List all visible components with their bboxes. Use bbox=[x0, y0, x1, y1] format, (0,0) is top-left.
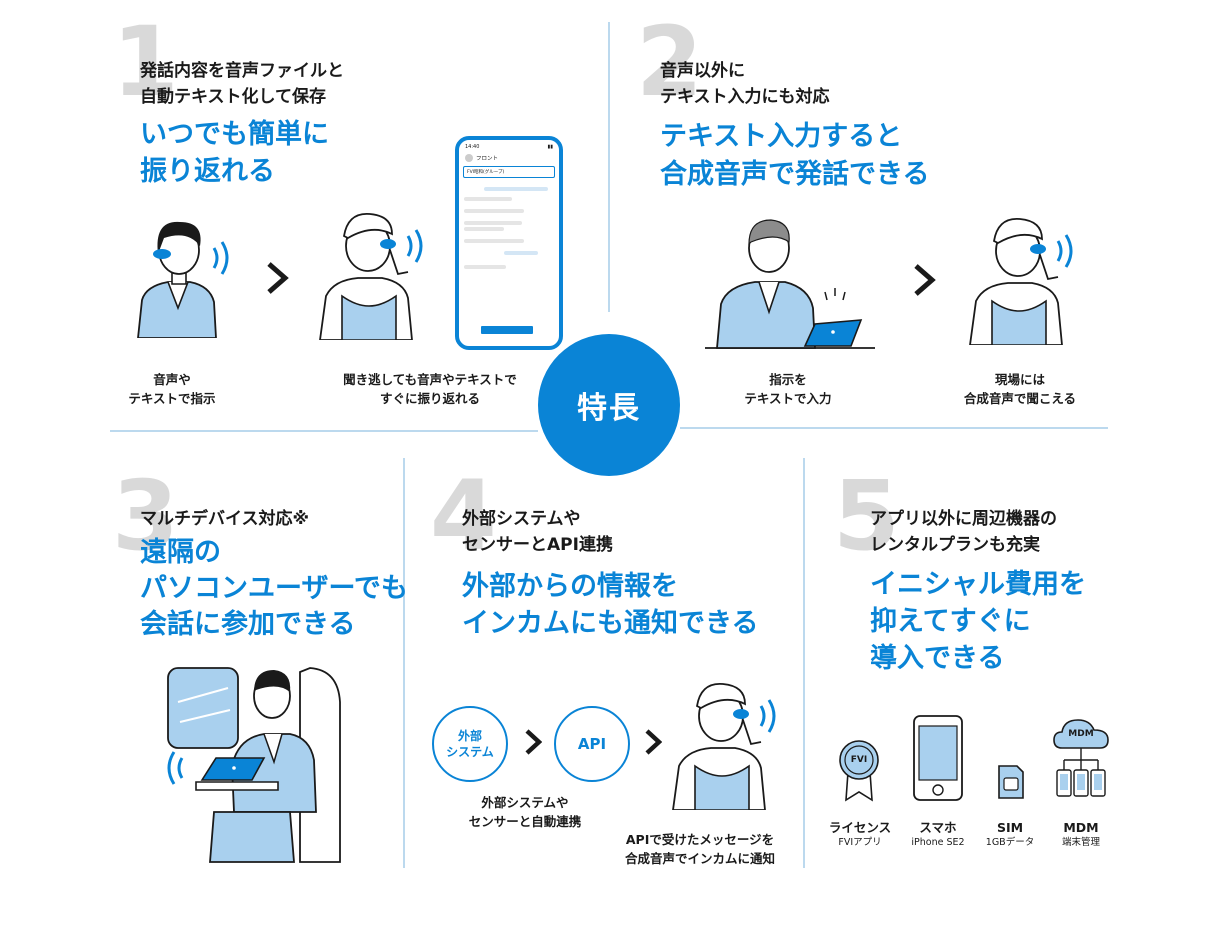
feature-subtitle-line: アプリ以外に周辺機器の bbox=[870, 509, 1057, 529]
group-banner: FVI昭和(グループ) bbox=[463, 166, 555, 178]
feature-headline-line: 合成音声で発話できる bbox=[660, 159, 930, 190]
feature-headline-line: 導入できる bbox=[870, 643, 1005, 674]
feature-badge: 特長 bbox=[538, 334, 680, 476]
mdm-mark: MDM bbox=[1068, 729, 1094, 739]
office-worker-figure bbox=[137, 221, 229, 338]
sim-card-icon bbox=[998, 765, 1024, 799]
feature-subtitle-line: 発話内容を音声ファイルと bbox=[140, 61, 344, 81]
item-detail: iPhone SE2 bbox=[911, 837, 965, 848]
divider-left-horizontal bbox=[110, 430, 538, 432]
smartphone-icon bbox=[913, 715, 963, 801]
smartphone-mockup: 14:40 ▮▮ フロント FVI昭和(グループ) bbox=[455, 136, 563, 350]
feature-subtitle-line: マルチデバイス対応※ bbox=[140, 509, 310, 529]
divider-top bbox=[608, 22, 610, 312]
feature-caption-line: 音声や bbox=[153, 372, 191, 387]
api-bubble: API bbox=[554, 706, 630, 782]
item-title: ライセンス bbox=[828, 820, 892, 835]
feature-headline-line: インカムにも通知できる bbox=[462, 608, 759, 639]
feature-caption-line: 合成音声で聞こえる bbox=[963, 391, 1077, 406]
feature-headline-line: 会話に参加できる bbox=[140, 609, 356, 640]
feature-headline-line: 抑えてすぐに bbox=[870, 606, 1031, 637]
chevron-right-icon bbox=[914, 264, 936, 296]
feature-number: 2 bbox=[636, 6, 703, 118]
item-title: MDM bbox=[1063, 820, 1099, 835]
badge-mark: FVI bbox=[850, 755, 868, 765]
item-title: SIM bbox=[996, 820, 1024, 835]
feature-subtitle-line: テキスト入力にも対応 bbox=[660, 87, 830, 107]
bubble-label: 外部 bbox=[457, 729, 482, 743]
divider-bottom-right bbox=[803, 458, 805, 868]
bubble-label: システム bbox=[446, 745, 494, 759]
feature-number: 1 bbox=[112, 6, 179, 118]
item-detail: 1GBデータ bbox=[985, 837, 1035, 848]
feature-headline-line: 外部からの情報を bbox=[462, 571, 678, 602]
feature-subtitle-line: レンタルプランも充実 bbox=[870, 535, 1040, 555]
staff-listening-figure bbox=[672, 683, 776, 810]
feature-headline-line: 振り返れる bbox=[140, 156, 275, 187]
feature-subtitle-line: 自動テキスト化して保存 bbox=[140, 87, 326, 107]
badge-icon bbox=[839, 740, 879, 802]
office-man-typing-figure bbox=[705, 219, 875, 349]
staff-listening-figure bbox=[969, 218, 1073, 345]
feature-caption-line: テキストで指示 bbox=[128, 391, 216, 406]
feature-headline-line: いつでも簡単に bbox=[140, 119, 329, 150]
feature-headline-line: テキスト入力すると bbox=[660, 121, 903, 152]
earpiece-icon bbox=[153, 249, 171, 259]
feature-number: 4 bbox=[430, 460, 497, 572]
divider-bottom-left bbox=[403, 458, 405, 868]
feature-caption-line: 指示を bbox=[769, 372, 807, 387]
bubble-label: API bbox=[577, 735, 607, 753]
feature-number: 3 bbox=[112, 460, 179, 572]
feature-caption-line: 現場には bbox=[994, 372, 1045, 387]
divider-right-horizontal bbox=[680, 427, 1108, 429]
feature-headline-line: 遠隔の bbox=[140, 537, 221, 568]
feature-subtitle-line: 外部システムや bbox=[462, 509, 581, 529]
item-detail: 端末管理 bbox=[1061, 837, 1100, 848]
feature-subtitle-line: 音声以外に bbox=[660, 61, 745, 81]
external-system-bubble: 外部 システム bbox=[432, 706, 508, 782]
staff-listening-figure bbox=[319, 213, 423, 340]
feature-subtitle-line: センサーとAPI連携 bbox=[462, 535, 613, 555]
feature-caption-line: センサーと自動連携 bbox=[468, 814, 582, 829]
item-detail: FVIアプリ bbox=[838, 837, 882, 848]
cloud-devices-icon bbox=[1053, 719, 1109, 797]
item-title: スマホ bbox=[919, 820, 957, 835]
feature-headline-line: パソコンユーザーでも bbox=[140, 573, 408, 604]
channel-name: フロント bbox=[476, 156, 499, 162]
feature-caption-line: 聞き逃しても音声やテキストで bbox=[343, 372, 517, 387]
avatar bbox=[465, 154, 473, 162]
feature-number: 5 bbox=[833, 460, 900, 572]
phone-time: 14:40 bbox=[465, 144, 480, 150]
talk-button[interactable] bbox=[481, 326, 533, 334]
chevron-right-icon bbox=[645, 729, 662, 755]
train-passenger-figure bbox=[167, 667, 341, 863]
feature-headline-line: イニシャル費用を bbox=[870, 569, 1086, 600]
feature-caption-line: 外部システムや bbox=[481, 795, 569, 810]
feature-caption-line: テキストで入力 bbox=[744, 391, 832, 406]
chevron-right-icon bbox=[525, 729, 542, 755]
chevron-right-icon bbox=[267, 262, 289, 294]
feature-caption-line: すぐに振り返れる bbox=[379, 391, 480, 406]
feature-caption-line: 合成音声でインカムに通知 bbox=[624, 851, 775, 866]
feature-caption-line: APIで受けたメッセージを bbox=[625, 832, 775, 847]
